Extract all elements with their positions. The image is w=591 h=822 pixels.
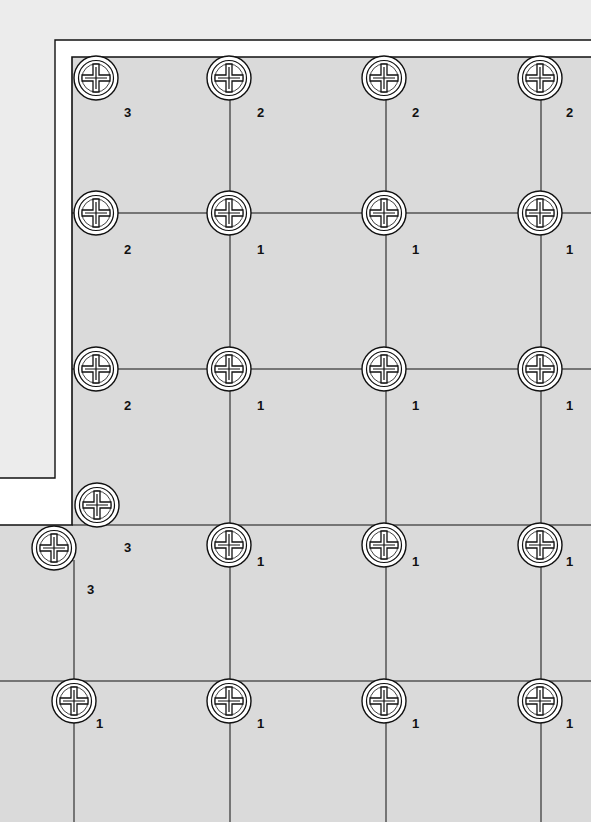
callout-number: 1 — [257, 716, 264, 732]
callout-number: 1 — [257, 242, 264, 258]
screw-heads — [32, 56, 562, 723]
callout-number: 1 — [96, 716, 103, 732]
callout-number: 1 — [412, 554, 419, 570]
callout-number: 1 — [566, 554, 573, 570]
callout-number: 1 — [412, 242, 419, 258]
callout-number: 3 — [87, 582, 94, 598]
callout-number: 3 — [124, 540, 131, 556]
board-panel — [0, 57, 591, 822]
callout-number: 1 — [257, 398, 264, 414]
callout-number: 2 — [412, 105, 419, 121]
callout-number: 1 — [566, 242, 573, 258]
callout-number: 1 — [412, 716, 419, 732]
callout-number: 2 — [124, 242, 131, 258]
callout-number: 1 — [412, 398, 419, 414]
stud-lines — [0, 57, 591, 822]
callout-number: 2 — [257, 105, 264, 121]
callout-number: 1 — [257, 554, 264, 570]
callout-number: 2 — [124, 398, 131, 414]
callout-number: 2 — [566, 105, 573, 121]
callout-number: 1 — [566, 398, 573, 414]
callout-number: 3 — [124, 105, 131, 121]
callout-number: 1 — [566, 716, 573, 732]
